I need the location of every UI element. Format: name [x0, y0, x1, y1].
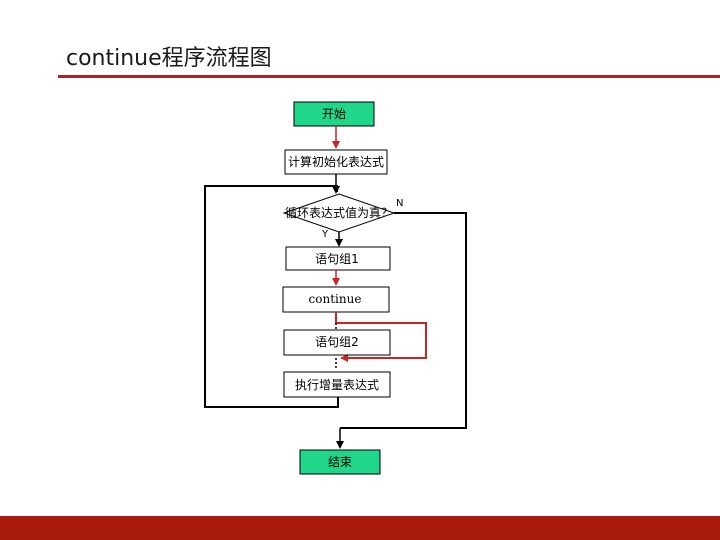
title-underline	[58, 75, 720, 78]
block2-node	[283, 329, 391, 356]
no-label: N	[396, 198, 403, 209]
block1-node	[285, 246, 391, 271]
continue-bypass-path	[335, 312, 427, 362]
loop-back-path	[204, 185, 339, 408]
slide-title: continue程序流程图	[66, 46, 272, 71]
increment-node	[283, 371, 391, 398]
continue-node	[282, 286, 390, 313]
no-branch-path	[340, 212, 467, 429]
end-node	[299, 449, 381, 475]
start-node	[293, 101, 375, 127]
block2-label: 语句组2	[315, 335, 359, 349]
start-node-label: 开始	[322, 107, 346, 121]
condition-label: 循环表达式值为真？	[285, 205, 393, 220]
yes-label: Y	[321, 229, 329, 240]
end-node-label: 结束	[328, 455, 352, 469]
increment-label: 执行增量表达式	[295, 378, 379, 392]
init-node-label: 计算初始化表达式	[288, 154, 384, 169]
footer-bar	[0, 516, 720, 540]
block1-label: 语句组1	[315, 252, 359, 266]
continue-label: continue	[309, 292, 362, 306]
